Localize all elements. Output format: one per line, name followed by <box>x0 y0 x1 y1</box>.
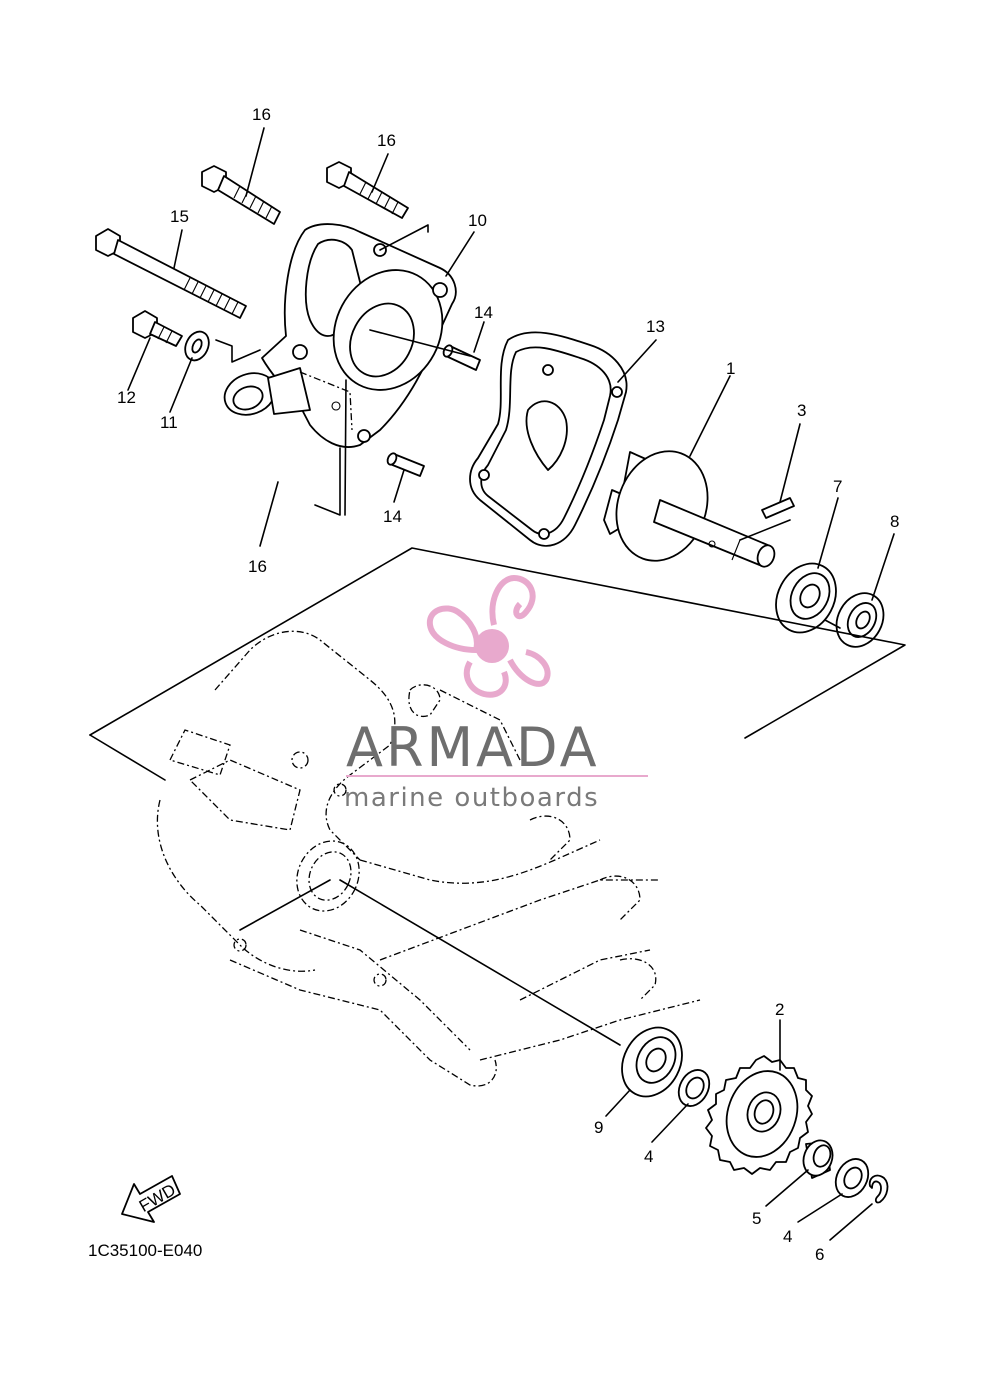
pump-cover-10 <box>223 223 457 448</box>
fwd-arrow: FWD <box>121 1175 181 1223</box>
watermark-tagline: marine outboards <box>344 783 599 813</box>
callout-16: 16 <box>248 557 267 576</box>
callout-1: 1 <box>726 359 735 378</box>
callout-13: 13 <box>646 317 665 336</box>
callout-4: 4 <box>783 1227 792 1246</box>
callout-2: 2 <box>775 1000 784 1019</box>
callout-10: 10 <box>468 211 487 230</box>
callout-12: 12 <box>117 388 136 407</box>
collar-5 <box>802 1139 834 1179</box>
callout-8: 8 <box>890 512 899 531</box>
dowel-pin-14-lower <box>386 452 425 477</box>
bearing-7 <box>775 562 837 634</box>
callout-9: 9 <box>594 1118 603 1137</box>
callout-11: 11 <box>160 413 178 432</box>
washer-11 <box>184 330 210 362</box>
bolt-15-long <box>95 228 247 319</box>
oil-seal-8 <box>835 592 885 648</box>
propeller-logo-icon <box>426 574 551 698</box>
callout-7: 7 <box>833 477 842 496</box>
gasket-13 <box>469 331 628 547</box>
shaft-pin-3 <box>761 497 795 519</box>
callout-16: 16 <box>252 105 271 124</box>
callout-6: 6 <box>815 1245 824 1264</box>
watermark-brand: ARMADA <box>346 716 600 779</box>
callout-14: 14 <box>383 507 402 526</box>
bearing-9 <box>621 1026 683 1098</box>
bolt-16-upper-left <box>201 165 281 225</box>
diagram-code: 1C35100-E040 <box>88 1241 202 1260</box>
circlip-6 <box>868 1174 889 1204</box>
washer-4-left <box>677 1069 711 1107</box>
bolt-12-short <box>132 310 183 347</box>
gear-2 <box>705 1055 813 1175</box>
armada-watermark: ARMADA marine outboards <box>344 574 648 813</box>
callout-5: 5 <box>752 1209 761 1228</box>
callout-16: 16 <box>377 131 396 150</box>
bolt-16-upper-right <box>326 161 409 219</box>
propeller-hub <box>475 629 509 663</box>
reference-lines <box>89 127 906 1241</box>
callout-4: 4 <box>644 1147 653 1166</box>
dowel-pin-14-upper <box>442 344 481 371</box>
callout-14: 14 <box>474 303 493 322</box>
callout-3: 3 <box>797 401 806 420</box>
crankcase-outline <box>156 630 701 1087</box>
washer-4-right <box>834 1158 870 1198</box>
callout-15: 15 <box>170 207 189 226</box>
impeller-shaft-1 <box>603 450 776 568</box>
